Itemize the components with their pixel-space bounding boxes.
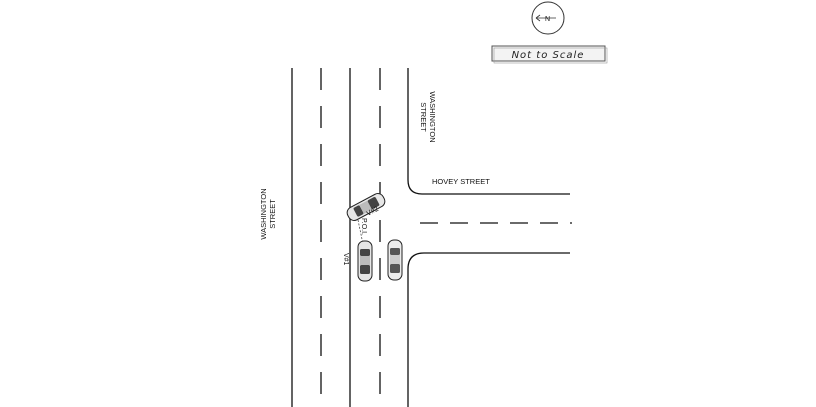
scale-note-text: Not to Scale	[512, 50, 585, 61]
washington-top-label-1: WASHINGTON	[428, 91, 437, 142]
scale-note-box	[491, 45, 608, 64]
washington-east-curb-south	[407, 252, 570, 407]
washington-left-label-1: WASHINGTON	[259, 188, 268, 239]
vehicle-1-label: V#1	[342, 253, 349, 266]
washington-east-curb-north	[407, 68, 570, 195]
vehicle-1	[357, 240, 373, 282]
washington-left-label-2: STREET	[268, 199, 277, 229]
washington-top-label-2: STREET	[419, 102, 428, 132]
compass-label: N	[545, 16, 550, 23]
hovey-street-label: HOVEY STREET	[432, 177, 490, 186]
north-arrow-icon	[531, 1, 565, 35]
poi-path	[357, 219, 364, 245]
vehicle-2	[346, 193, 386, 221]
vehicle-3	[387, 239, 403, 281]
poi-label: P.O.I.	[360, 218, 367, 235]
